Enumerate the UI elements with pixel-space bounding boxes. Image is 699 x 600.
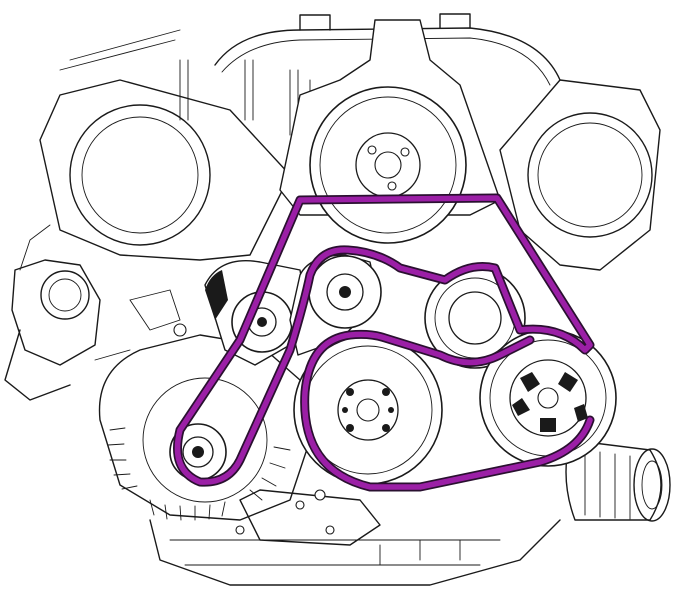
serpentine-belt-lower-run [301,331,593,490]
oil-filter [565,439,671,522]
serpentine-belt [173,193,595,492]
serpentine-belt-path [174,195,593,485]
idler-pulley-right [424,267,526,369]
engine-block [4,13,671,586]
power-steering-pump-pulley [279,19,501,244]
